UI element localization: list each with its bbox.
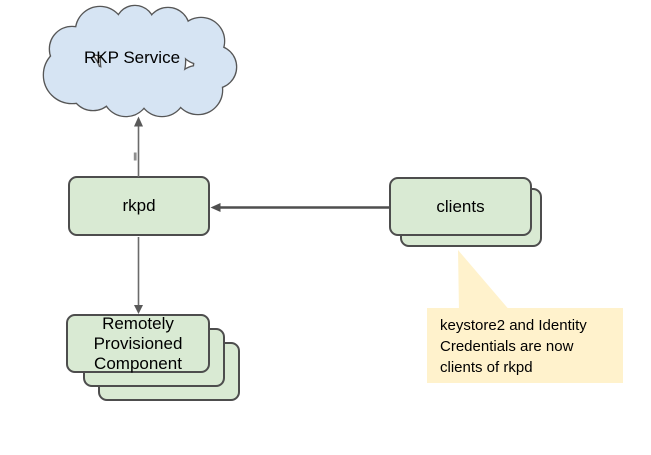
node-clients-label: clients xyxy=(436,196,485,216)
arrowhead-left-icon xyxy=(210,203,221,212)
callout-text: keystore2 and Identity Credentials are n… xyxy=(440,317,587,376)
node-rkpd: rkpd xyxy=(68,176,210,236)
cloud-label: RKP Service xyxy=(83,48,181,67)
node-rpc: Remotely Provisioned Component xyxy=(66,314,210,373)
node-rpc-label: Remotely Provisioned Component xyxy=(93,313,183,373)
callout-tail xyxy=(458,250,511,312)
node-clients: clients xyxy=(389,177,532,236)
edge-midpoint-tick xyxy=(133,152,137,161)
node-rkpd-label: rkpd xyxy=(122,196,156,215)
cloud-icon xyxy=(42,4,238,118)
node-rkp-service: RKP Service xyxy=(38,3,240,121)
callout-bubble: keystore2 and Identity Credentials are n… xyxy=(427,308,623,383)
